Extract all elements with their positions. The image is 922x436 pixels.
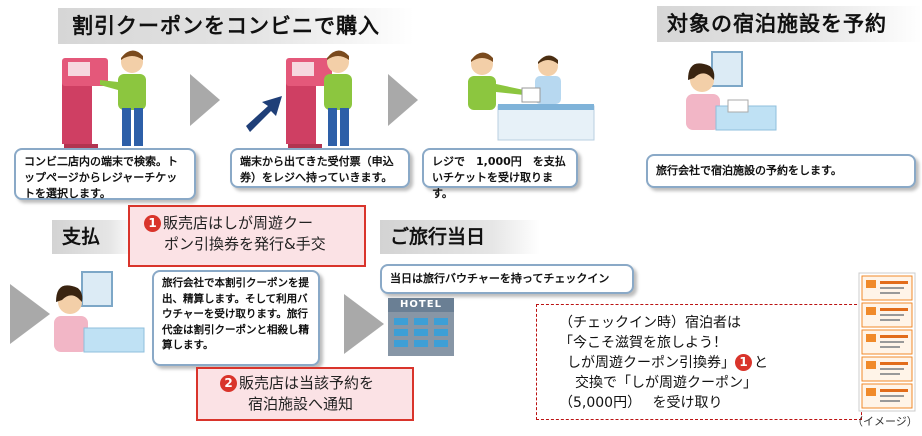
checkin-line4: 交換で「しが周遊クーポン」 (575, 375, 757, 391)
caption-reserve-agency-text: 旅行会社で宿泊施設の予約をします。 (656, 164, 842, 177)
caption-reserve-agency: 旅行会社で宿泊施設の予約をします。 (646, 154, 916, 188)
register-counter-illustration (468, 52, 595, 141)
note-notify-hotel-text1: 販売店は当該予約を (239, 374, 375, 392)
flow-arrow-3 (10, 284, 50, 344)
caption-settle-coupon: 旅行会社で本割引クーポンを提出、精算します。そして利用バウチャーを受け取ります。… (152, 270, 320, 366)
step-number-2-badge: 2 (220, 375, 237, 392)
caption-pay-ticket-text: レジで 1,000円 を支払いチケットを受け取ります。 (432, 155, 566, 200)
flow-arrow-1 (190, 74, 220, 126)
note-issue-voucher-text2: ポン引換券を発行&手交 (164, 235, 326, 253)
checkin-line3-text: しが周遊クーポン引換券」 (567, 355, 735, 371)
caption-search-terminal-text: コンビ二店内の端末で検索。トップページからレジャーチケットを選択します。 (24, 155, 178, 200)
checkin-line3-suffix: と (754, 355, 768, 371)
step-title-trip-text: ご旅行当日 (390, 226, 486, 248)
caption-settle-coupon-text: 旅行会社で本割引クーポンを提出、精算します。そして利用バウチャーを受け取ります。… (162, 277, 309, 351)
caption-search-terminal: コンビ二店内の端末で検索。トップページからレジャーチケットを選択します。 (14, 148, 196, 200)
step-title-pay-text: 支払 (62, 226, 101, 248)
caption-checkin: 当日は旅行バウチャーを持ってチェックイン (380, 264, 634, 294)
hotel-building-illustration (388, 298, 454, 356)
travel-agent-payment-illustration (54, 271, 145, 353)
caption-checkin-text: 当日は旅行バウチャーを持ってチェックイン (390, 272, 610, 285)
caption-application-slip: 端末から出てきた受付票（申込券）をレジへ持っていきます。 (230, 148, 410, 188)
step-title-buy-text: 割引クーポンをコンビニで購入 (72, 14, 380, 38)
step-title-pay: 支払 (52, 220, 136, 254)
step-title-reserve: 対象の宿泊施設を予約 (657, 6, 922, 42)
note-issue-voucher-text1: 販売店はしが周遊クー (163, 214, 314, 232)
step-title-buy: 割引クーポンをコンビニで購入 (58, 8, 414, 44)
checkin-exchange-note: （チェックイン時）宿泊者は 「今こそ滋賀を旅しよう！ しが周遊クーポン引換券」1… (536, 304, 862, 420)
step-number-1-badge: 1 (144, 215, 161, 232)
travel-agent-illustration (686, 51, 777, 131)
step-title-reserve-text: 対象の宿泊施設を予約 (667, 12, 887, 36)
image-caption: （イメージ） (852, 415, 918, 428)
kiosk-customer-illustration (62, 50, 146, 150)
step-number-1-badge-checkin: 1 (735, 354, 752, 371)
checkin-line2: 「今こそ滋賀を旅しよう！ (559, 335, 727, 351)
checkin-line1: （チェックイン時）宿泊者は (559, 315, 741, 331)
coupon-sheet-image (858, 272, 916, 412)
caption-application-slip-text: 端末から出てきた受付票（申込券）をレジへ持っていきます。 (240, 155, 394, 184)
hotel-sign: HOTEL (400, 299, 442, 310)
flow-arrow-4 (344, 294, 384, 354)
step-title-trip: ご旅行当日 (380, 220, 540, 254)
caption-pay-ticket: レジで 1,000円 を支払いチケットを受け取ります。 (422, 148, 578, 200)
note-notify-hotel-text2: 宿泊施設へ通知 (248, 395, 354, 413)
flow-arrow-2 (388, 74, 418, 126)
checkin-line5: （5,000円） を受け取り (559, 395, 723, 411)
kiosk-ticket-illustration (246, 50, 352, 150)
